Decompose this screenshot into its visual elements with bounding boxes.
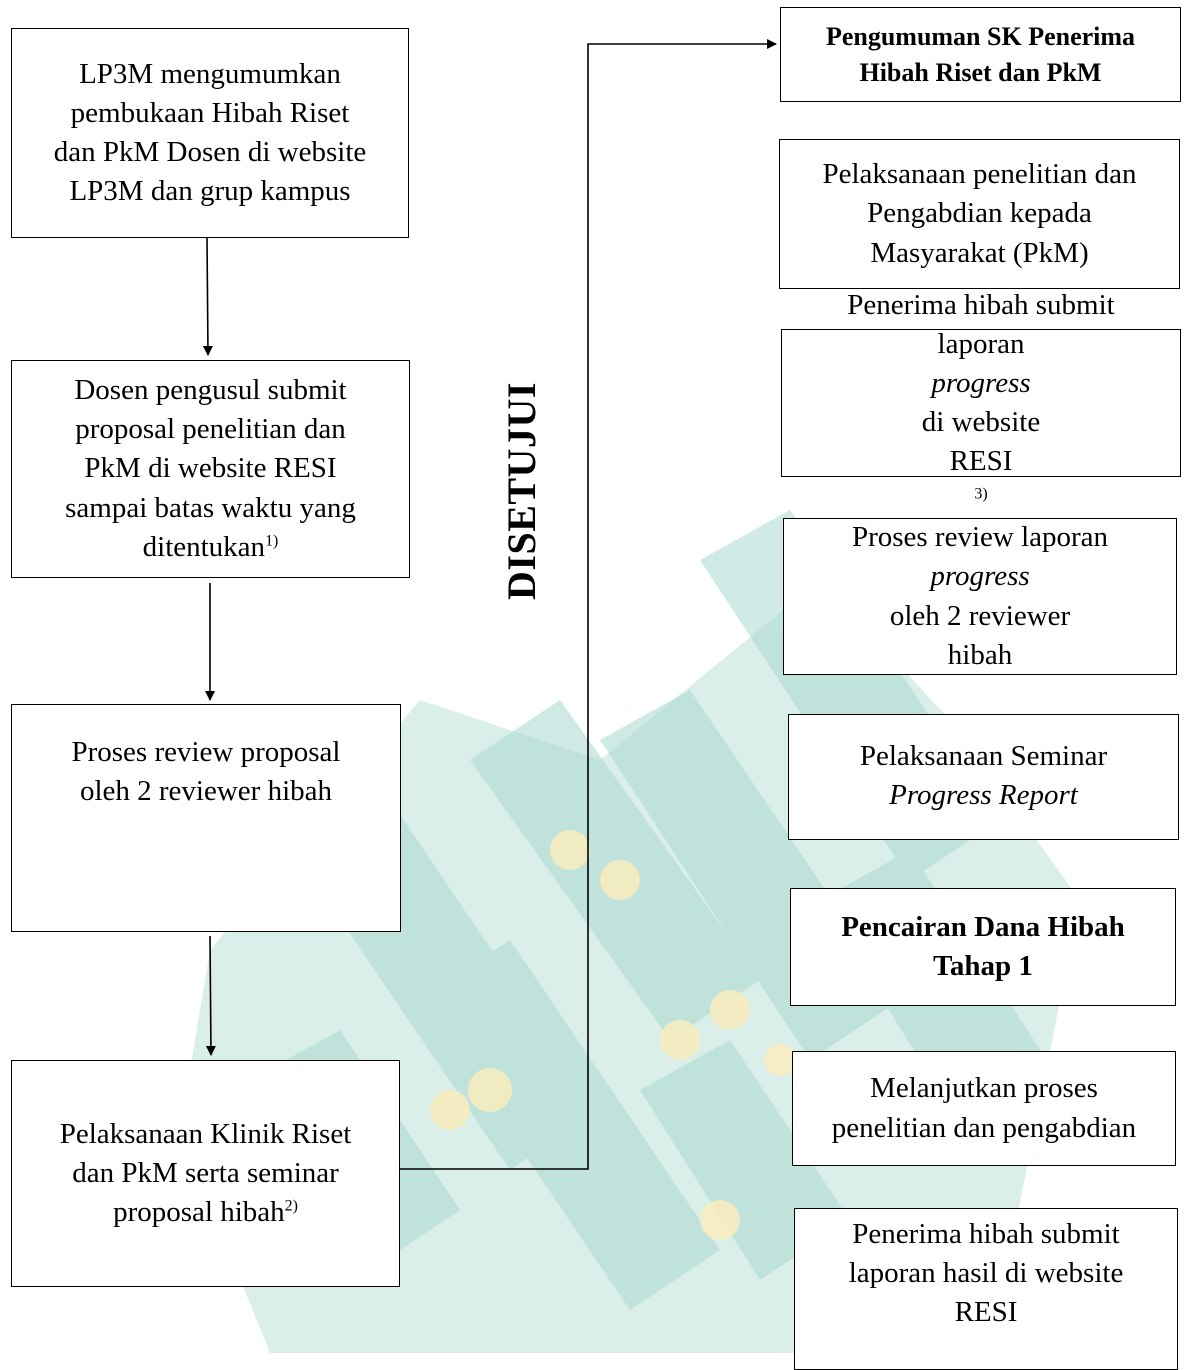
footnote-marker: 3)	[974, 485, 988, 503]
step-fund-line: Tahap 1	[933, 950, 1033, 982]
step-submit-line: PkM di website RESI	[84, 452, 337, 485]
step-submit-box: Dosen pengusul submit proposal penelitia…	[11, 360, 410, 578]
progress-emphasis: progress	[931, 366, 1031, 399]
step-progress-submit-text: laporan	[937, 327, 1025, 360]
step-clinic-line: dan PkM serta seminar	[72, 1156, 339, 1189]
step-continue-line: Melanjutkan proses	[870, 1072, 1098, 1105]
step-progress-submit-box: Penerima hibah submit laporan progress d…	[781, 289, 1181, 502]
step-progress-submit-line: Penerima hibah submit	[847, 288, 1115, 321]
step-announce-line: pembukaan Hibah Riset	[70, 96, 350, 129]
step-submit-line: proposal penelitian dan	[75, 413, 346, 446]
step-submit-line: sampai batas waktu yang	[65, 491, 356, 524]
progress-report-emphasis: Progress Report	[889, 779, 1078, 812]
step-announce-line: LP3M mengumumkan	[79, 57, 341, 90]
step-clinic-line: Pelaksanaan Klinik Riset	[59, 1117, 352, 1150]
step-progress-submit-text: di website	[921, 406, 1041, 438]
arrow-review-to-clinic	[205, 935, 216, 1056]
step-continue-line: penelitian dan pengabdian	[831, 1111, 1137, 1144]
step-review-line: oleh 2 reviewer hibah	[79, 775, 333, 808]
step-announce-line: LP3M dan grup kampus	[69, 175, 351, 208]
approved-label: DISETUJUI	[499, 382, 544, 600]
step-progress-submit-text: RESI	[949, 445, 1013, 478]
step-progress-review-text: oleh 2 reviewer	[889, 599, 1071, 632]
step-exec-line: Masyarakat (PkM)	[870, 236, 1089, 269]
step-exec-line: Pelaksanaan penelitian dan	[822, 158, 1137, 191]
progress-emphasis: progress	[930, 560, 1030, 593]
step-seminar-box: Pelaksanaan Seminar Progress Report	[788, 714, 1179, 840]
step-announce-line: dan PkM Dosen di website	[53, 136, 367, 168]
step-final-line: Penerima hibah submit	[852, 1218, 1120, 1250]
arrow-clinic-to-sk	[400, 39, 777, 1170]
step-progress-review-line: hibah	[947, 638, 1013, 671]
step-continue-box: Melanjutkan proses penelitian dan pengab…	[792, 1051, 1176, 1166]
step-progress-review-box: Proses review laporan progress oleh 2 re…	[783, 518, 1177, 675]
step-fund-line: Pencairan Dana Hibah	[841, 910, 1125, 943]
step-clinic-box: Pelaksanaan Klinik Riset dan PkM serta s…	[11, 1060, 400, 1287]
step-fund-box: Pencairan Dana Hibah Tahap 1	[790, 888, 1176, 1006]
step-sk-line: Pengumuman SK Penerima	[825, 22, 1136, 52]
step-submit-line: ditentukan	[142, 530, 266, 563]
step-clinic-line: proposal hibah	[113, 1196, 285, 1229]
step-submit-line: Dosen pengusul submit	[74, 374, 347, 407]
arrow-announce-to-submit	[202, 237, 213, 356]
step-final-line: RESI	[954, 1296, 1018, 1329]
step-announce-box: LP3M mengumumkan pembukaan Hibah Riset d…	[11, 28, 409, 238]
step-sk-box: Pengumuman SK Penerima Hibah Riset dan P…	[780, 7, 1181, 102]
step-seminar-line: Pelaksanaan Seminar	[859, 740, 1108, 772]
step-final-line: laporan hasil di website	[848, 1257, 1124, 1290]
footnote-marker: 1)	[265, 532, 279, 550]
step-review-box: Proses review proposal oleh 2 reviewer h…	[11, 704, 401, 932]
step-review-line: Proses review proposal	[71, 736, 341, 768]
step-final-box: Penerima hibah submit laporan hasil di w…	[794, 1208, 1178, 1370]
step-exec-line: Pengabdian kepada	[867, 197, 1092, 230]
footnote-marker: 2)	[284, 1197, 298, 1215]
step-sk-line: Hibah Riset dan PkM	[859, 57, 1102, 87]
step-progress-review-line: Proses review laporan	[851, 521, 1109, 554]
step-exec-box: Pelaksanaan penelitian dan Pengabdian ke…	[779, 139, 1180, 289]
